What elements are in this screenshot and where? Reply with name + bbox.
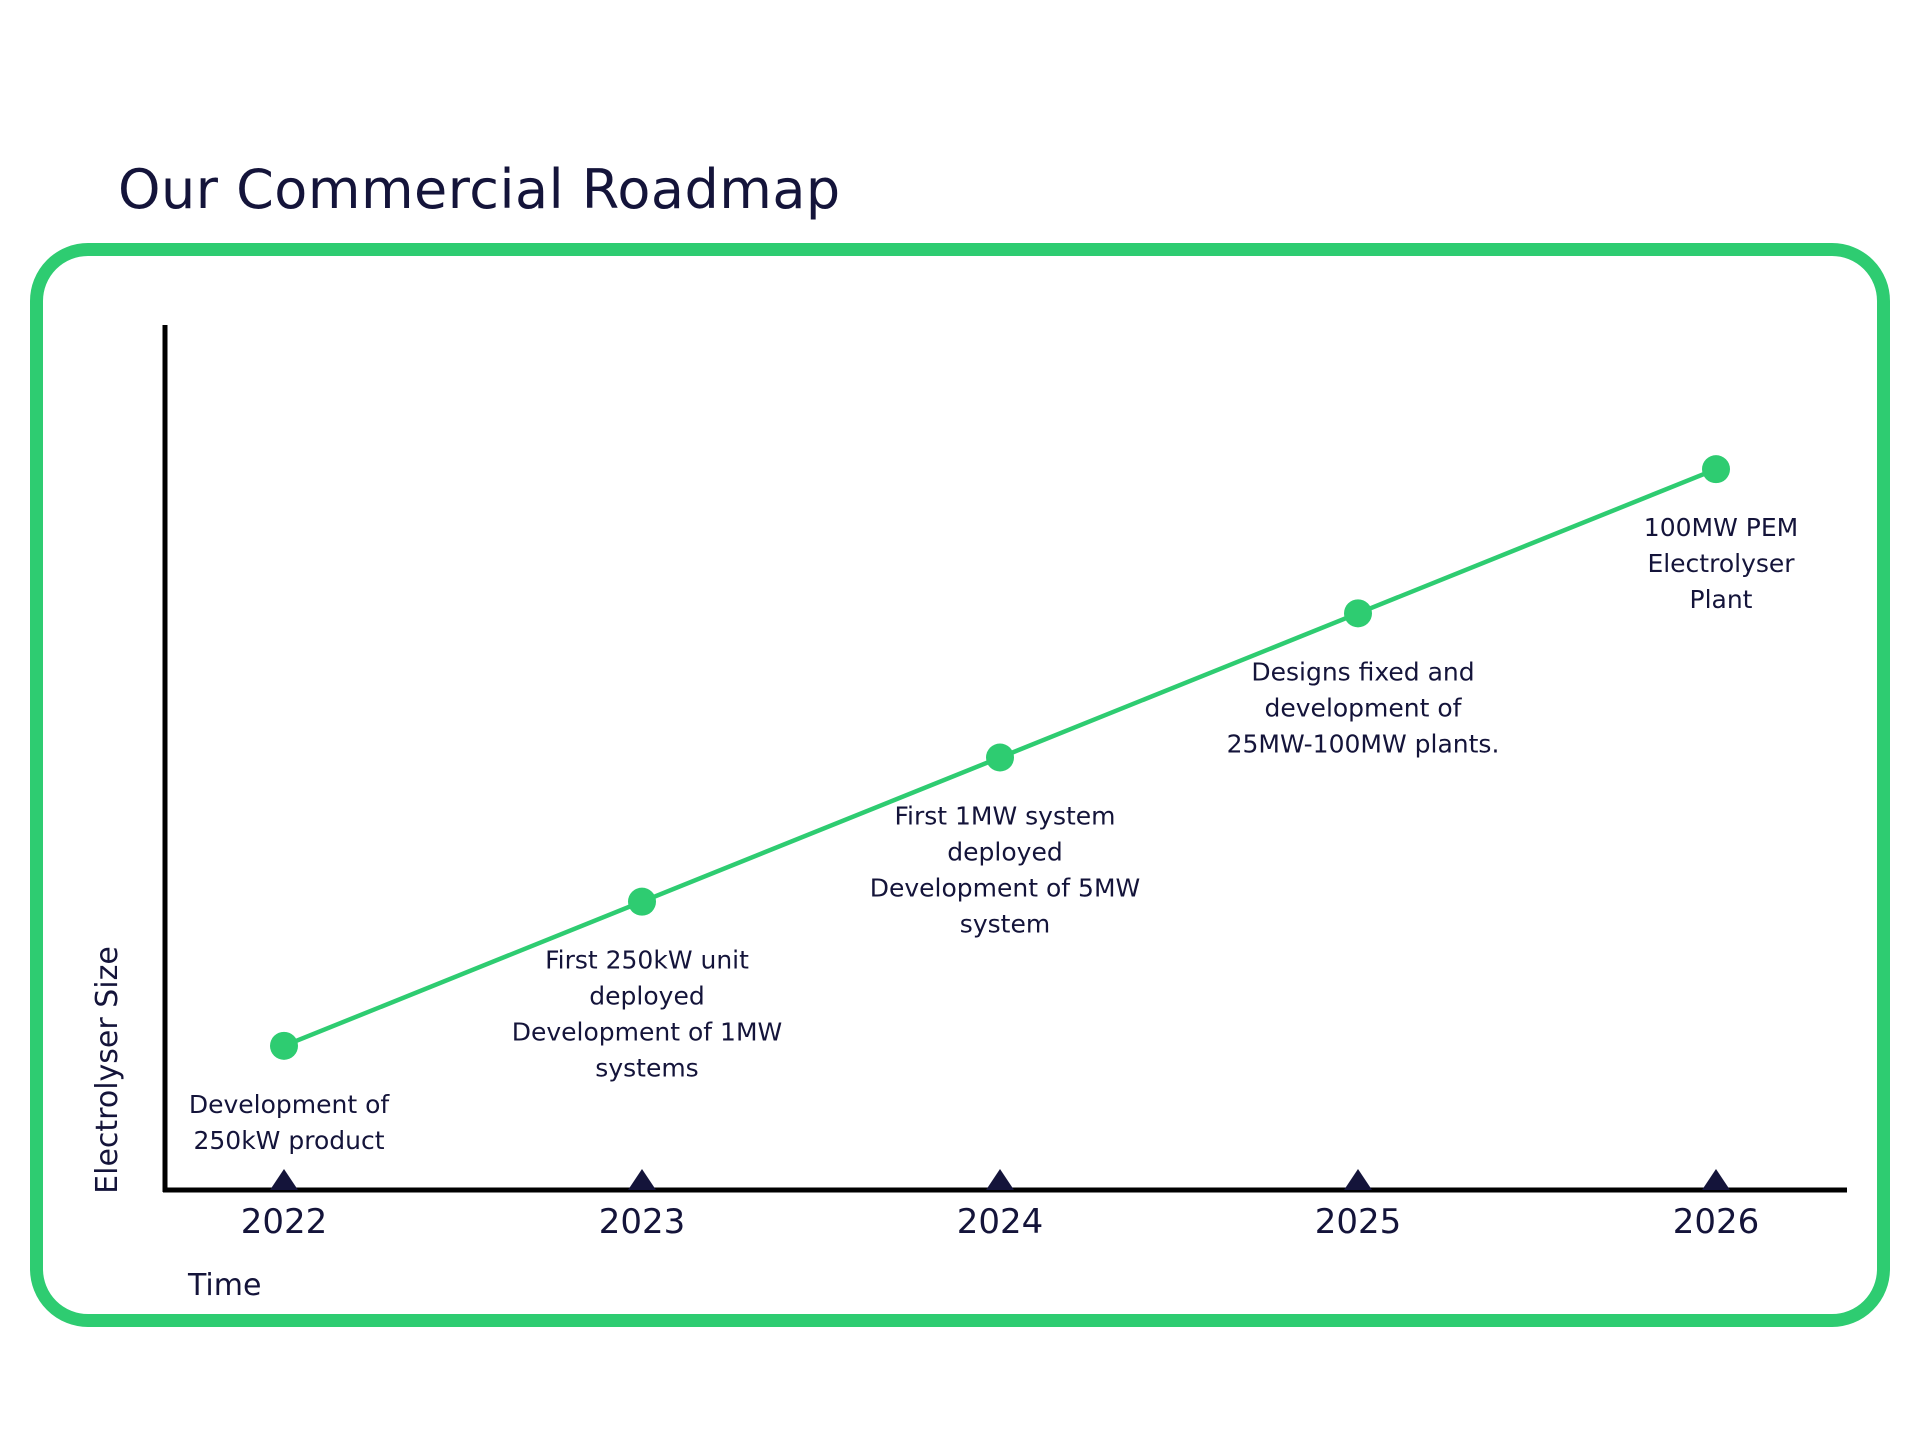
x-tick-label: 2022 <box>241 1202 328 1242</box>
data-point-2024 <box>986 743 1014 772</box>
milestone-text-line: deployed <box>947 838 1062 867</box>
milestone-text-line: First 1MW system <box>894 802 1115 831</box>
milestone-text-line: systems <box>595 1054 698 1083</box>
tick-marker-2023 <box>628 1169 656 1190</box>
page-title: Our Commercial Roadmap <box>118 158 841 221</box>
tick-marker-2024 <box>986 1169 1014 1190</box>
milestone-2022: Development of 250kW product <box>189 1090 391 1155</box>
milestone-text-line: Plant <box>1690 585 1753 614</box>
milestone-text-line: Development of <box>189 1090 391 1119</box>
y-axis-label: Electrolyser Size <box>90 946 125 1194</box>
data-point-2023 <box>628 887 656 916</box>
milestone-text-line: system <box>960 910 1050 939</box>
milestone-2025: Designs fixed and development of 25MW-100M… <box>1227 657 1500 758</box>
roadmap-frame <box>30 243 1890 1327</box>
tick-layer: 2022 2023 2024 2025 2026 <box>241 1169 1760 1242</box>
milestone-text-line: Development of 1MW <box>512 1018 782 1047</box>
x-tick-label: 2023 <box>599 1202 686 1242</box>
milestone-text-line: Electrolyser <box>1647 549 1795 578</box>
milestone-text-line: First 250kW unit <box>545 946 749 975</box>
milestone-text-line: deployed <box>589 982 704 1011</box>
annotation-layer: Development of 250kW product First 250kW u… <box>189 513 1798 1155</box>
milestone-text-line: 250kW product <box>193 1126 384 1155</box>
series-layer <box>270 455 1730 1060</box>
x-tick-label: 2025 <box>1315 1202 1402 1242</box>
milestone-text-line: development of <box>1265 693 1463 722</box>
x-axis-label: Time <box>187 1268 261 1303</box>
x-tick-label: 2024 <box>957 1202 1044 1242</box>
tick-marker-2026 <box>1702 1169 1730 1190</box>
data-point-2026 <box>1702 455 1730 484</box>
milestone-text-line: Designs fixed and <box>1251 657 1474 686</box>
tick-marker-2025 <box>1344 1169 1372 1190</box>
tick-marker-2022 <box>270 1169 298 1190</box>
milestone-text-line: Development of 5MW <box>870 874 1140 903</box>
x-tick-label: 2026 <box>1673 1202 1760 1242</box>
data-point-2025 <box>1344 599 1372 628</box>
milestone-text-line: 100MW PEM <box>1644 513 1798 542</box>
milestone-text-line: 25MW-100MW plants. <box>1227 729 1500 758</box>
data-point-2022 <box>270 1031 298 1060</box>
